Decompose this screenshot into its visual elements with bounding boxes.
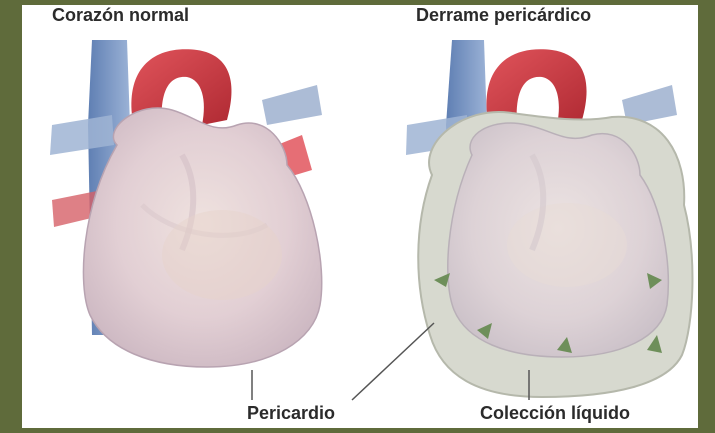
label-pericardio: Pericardio [247,403,335,424]
title-pericardial-effusion: Derrame pericárdico [416,5,591,26]
effusion-heart [406,40,692,397]
normal-heart [50,40,322,367]
title-normal-heart: Corazón normal [52,5,189,26]
pointer-sac [352,323,434,400]
illustration-panel: Corazón normal Derrame pericárdico Peric… [22,5,698,428]
pulmonary-vessels-right-left-2 [262,85,322,125]
label-coleccion-liquido: Colección líquido [480,403,630,424]
heart-illustration [22,5,698,428]
